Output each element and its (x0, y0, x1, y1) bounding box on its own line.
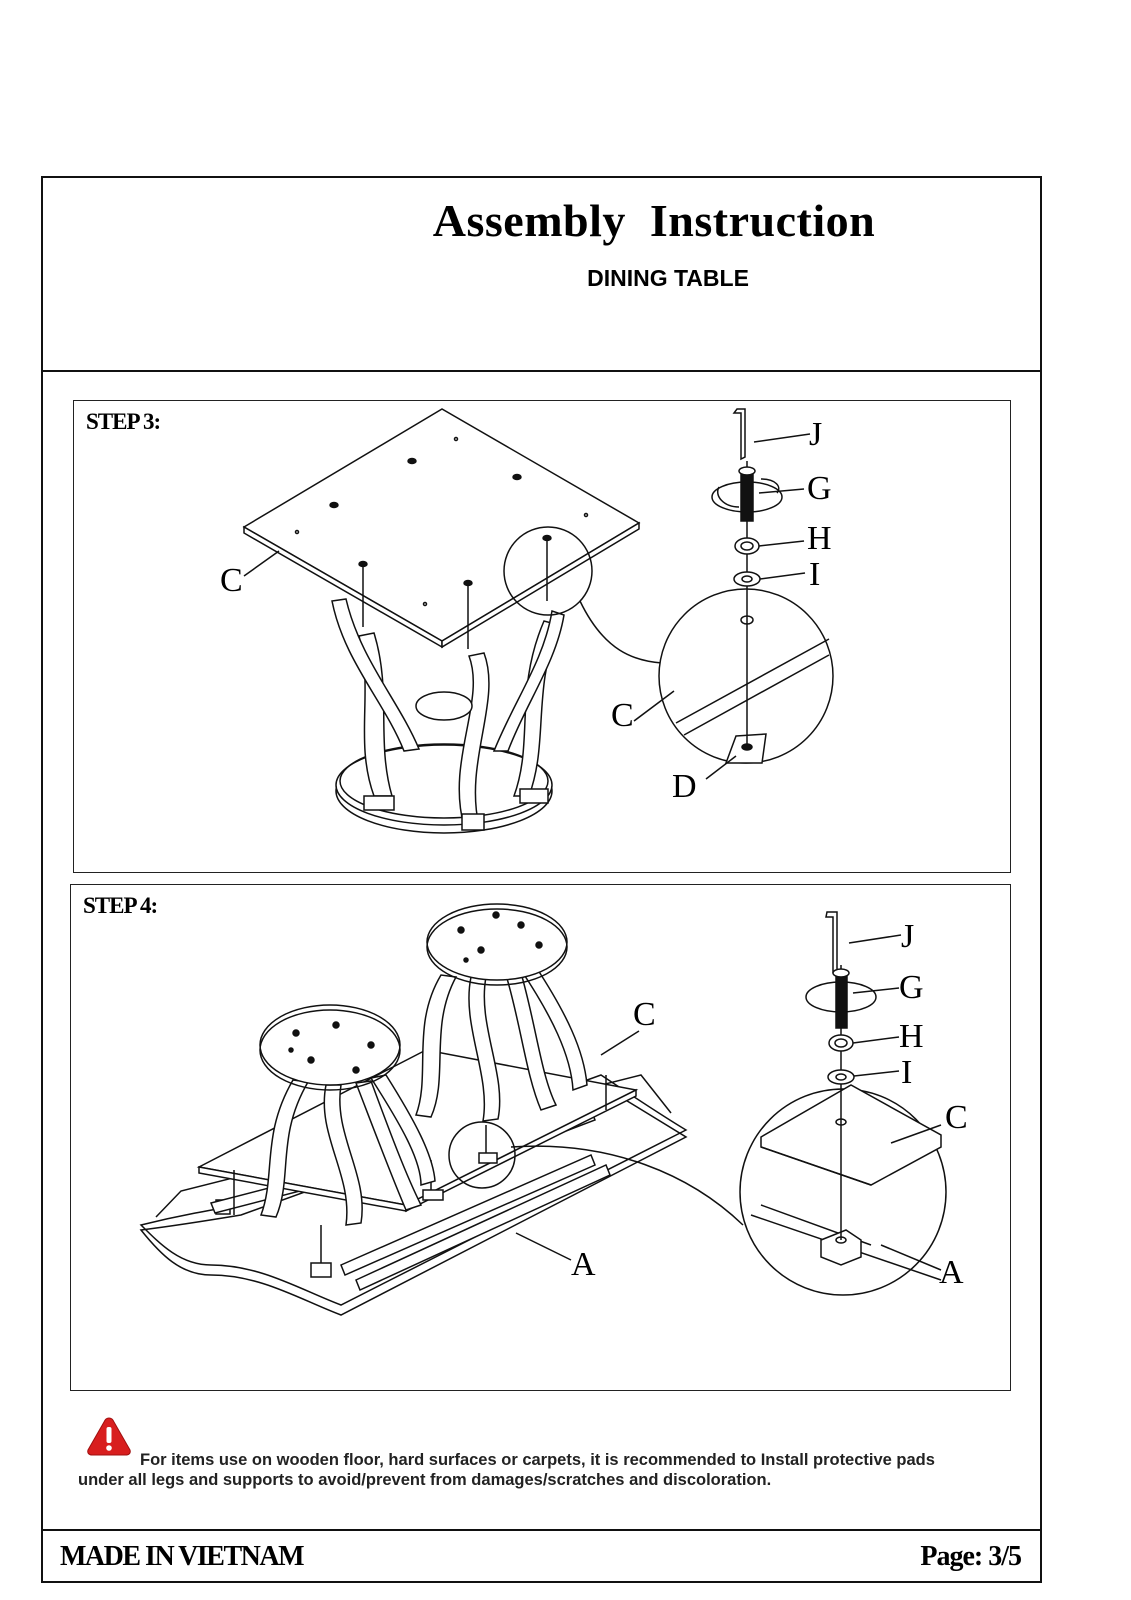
footer-divider (41, 1529, 1042, 1531)
callout-a: A (571, 1246, 596, 1283)
allen-key-icon (732, 408, 746, 461)
callout-a-detail: A (939, 1254, 964, 1291)
page-title: Assembly Instruction (432, 195, 876, 246)
page-number: Page: 3/5 (920, 1541, 1022, 1572)
callout-h: H (899, 1018, 924, 1055)
warning-text: For items use on wooden floor, hard surf… (78, 1451, 935, 1489)
callout-c: C (220, 562, 243, 599)
callout-j: J (809, 416, 822, 453)
callout-j: J (901, 918, 914, 955)
step-3-panel: STEP 3: (73, 400, 1011, 873)
bolt-icon (835, 972, 848, 1029)
leg (492, 610, 565, 752)
leg (331, 598, 421, 752)
origin-label: MADE IN VIETNAM (60, 1541, 305, 1572)
step-3-label: STEP 3: (86, 409, 161, 434)
leg (458, 652, 490, 827)
table-top-piece (242, 408, 641, 642)
bolt-icon (740, 470, 754, 522)
warning-triangle-icon (87, 1417, 131, 1456)
header-divider (41, 370, 1042, 372)
callout-h: H (807, 520, 832, 557)
detail-marker-circle (503, 526, 593, 616)
step-4-illustration: C A C A J G H I (139, 903, 968, 1316)
detail-marker-circle (448, 1121, 516, 1189)
callout-c: C (633, 996, 656, 1033)
callout-d: D (672, 768, 697, 805)
callout-c-detail: C (611, 697, 634, 734)
step-4-panel: STEP 4: (70, 884, 1011, 1391)
page-frame (41, 176, 1042, 1583)
callout-i: I (809, 556, 820, 593)
product-name: DINING TABLE (587, 265, 749, 291)
callout-g: G (807, 470, 832, 507)
step-3-illustration: C C D J G H I (220, 408, 834, 834)
step-4-label: STEP 4: (83, 893, 158, 918)
callout-i: I (901, 1054, 912, 1091)
callout-g: G (899, 969, 924, 1006)
allen-key-icon (825, 911, 838, 974)
callout-c-detail: C (945, 1099, 968, 1136)
